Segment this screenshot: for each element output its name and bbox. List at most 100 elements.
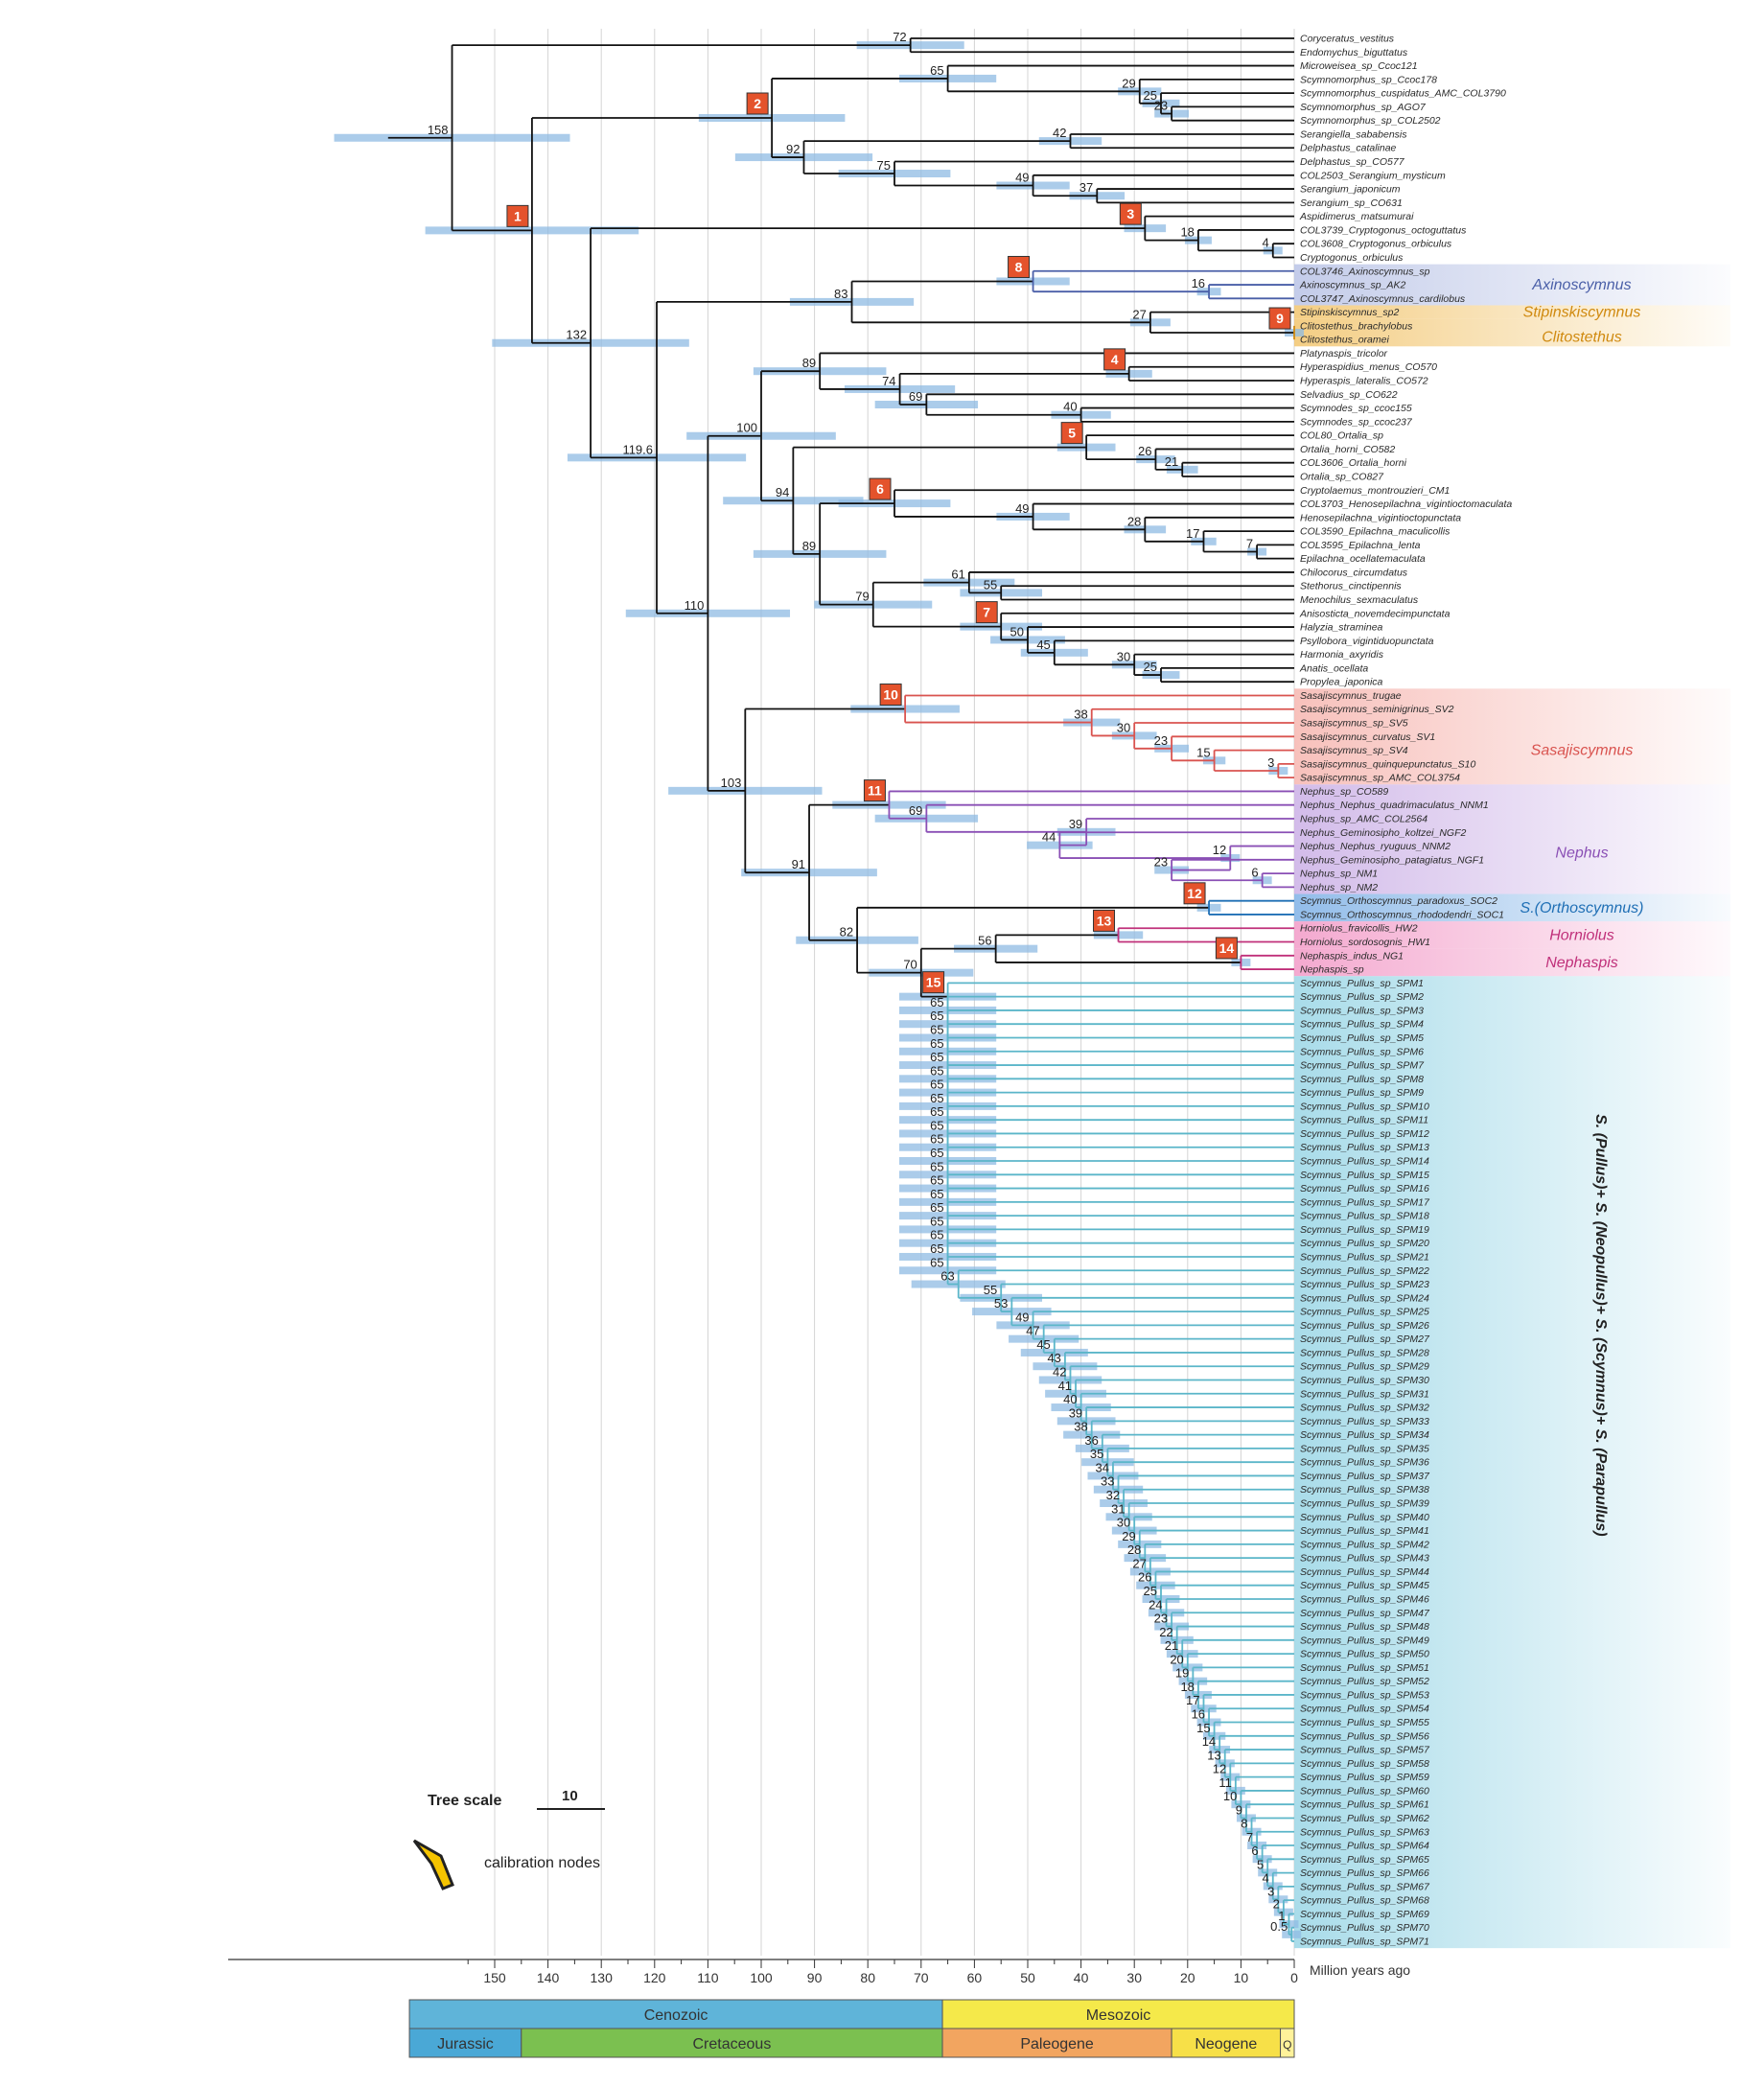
node-age-label: 61 — [951, 568, 964, 582]
tip-label: Scymnus_Pullus_sp_SPM50 — [1300, 1649, 1429, 1660]
era-label: Mesozoic — [1086, 2007, 1151, 2024]
node-age-label: 21 — [1165, 1638, 1178, 1653]
axis-tick-label: 150 — [483, 1970, 506, 1985]
node-age-label: 29 — [1122, 1529, 1135, 1543]
tip-label: Scymnus_Pullus_sp_SPM11 — [1300, 1115, 1428, 1126]
node-age-label: 8 — [1241, 1817, 1247, 1831]
node-age-label: 15 — [1196, 1721, 1210, 1735]
node-age-label: 53 — [994, 1296, 1008, 1310]
node-age-label: 158 — [428, 123, 449, 137]
node-age-label: 18 — [1180, 225, 1194, 240]
node-age-label: 16 — [1192, 1707, 1205, 1722]
tip-label: Delphastus_catalinae — [1300, 143, 1397, 154]
clade-band — [1294, 921, 1730, 949]
tip-label: Scymnus_Pullus_sp_SPM2 — [1300, 991, 1424, 1003]
node-age-label: 11 — [1219, 1775, 1232, 1790]
tip-label: Scymnus_Pullus_sp_SPM3 — [1300, 1005, 1424, 1016]
clade-label: Horniolus — [1549, 927, 1614, 943]
node-age-label: 12 — [1213, 1762, 1226, 1776]
tip-label: Axinoscymnus_sp_AK2 — [1299, 280, 1405, 291]
tip-label: Nephaspis_indus_NG1 — [1300, 950, 1404, 962]
tip-label: Epilachna_ocellatemaculata — [1300, 553, 1426, 565]
calibration-badge-number: 10 — [883, 687, 898, 703]
tip-label: Ortalia_horni_CO582 — [1300, 444, 1395, 455]
node-age-label: 7 — [1246, 537, 1253, 551]
tip-label: Scymnus_Pullus_sp_SPM58 — [1300, 1758, 1429, 1770]
axis-tick-label: 40 — [1074, 1970, 1089, 1985]
tip-label: Cryptogonus_orbiculus — [1300, 252, 1404, 264]
node-age-label: 7 — [1246, 1830, 1253, 1844]
axis-tick-label: 30 — [1126, 1970, 1142, 1985]
tip-label: Microweisea_sp_Ccoc121 — [1300, 60, 1418, 72]
axis-label: Million years ago — [1310, 1962, 1410, 1978]
tip-label: COL3746_Axinoscymnus_sp — [1300, 266, 1430, 277]
tip-label: Nephaspis_sp — [1300, 964, 1364, 976]
node-age-label: 20 — [1170, 1652, 1183, 1666]
tip-label: Hyperaspidius_menus_CO570 — [1300, 361, 1437, 373]
node-age-label: 132 — [566, 328, 587, 342]
node-age-label: 110 — [685, 598, 705, 613]
axis-tick-label: 50 — [1020, 1970, 1035, 1985]
node-age-label: 17 — [1186, 526, 1199, 541]
node-age-label: 39 — [1069, 817, 1082, 831]
tip-label: Scymnodes_sp_ccoc155 — [1300, 403, 1412, 414]
node-age-label: 38 — [1074, 707, 1087, 722]
node-age-label: 65 — [930, 1078, 943, 1092]
calibration-badge: 3 — [1119, 202, 1142, 225]
node-age-label: 6 — [1251, 1844, 1258, 1858]
node-age-label: 37 — [1079, 180, 1093, 195]
node-age-label: 12 — [1213, 843, 1226, 857]
tip-label: Scymnus_Pullus_sp_SPM41 — [1300, 1525, 1429, 1537]
calibration-badge-number: 6 — [876, 481, 884, 497]
calibration-badge: 6 — [869, 477, 892, 500]
node-age-label: 65 — [930, 1104, 943, 1119]
tip-label: Scymnus_Pullus_sp_SPM38 — [1300, 1484, 1429, 1496]
clade-bands — [1294, 264, 1730, 1949]
node-age-label: 34 — [1095, 1460, 1108, 1474]
tip-label: Scymnus_Pullus_sp_SPM69 — [1300, 1909, 1429, 1920]
tip-label: Anatis_ocellata — [1299, 662, 1368, 674]
tip-label: COL3747_Axinoscymnus_cardilobus — [1300, 293, 1466, 305]
node-age-label: 74 — [882, 374, 895, 388]
node-age-label: 21 — [1165, 454, 1178, 469]
node-age-label: 38 — [1074, 1420, 1087, 1434]
axis-tick-label: 140 — [537, 1970, 560, 1985]
node-age-label: 41 — [1058, 1379, 1072, 1393]
calibration-badge-number: 11 — [868, 783, 882, 799]
tip-label: Chilocorus_circumdatus — [1300, 567, 1408, 578]
tip-label: Scymnus_Pullus_sp_SPM59 — [1300, 1772, 1429, 1783]
tip-label: Scymnus_Pullus_sp_SPM5 — [1300, 1032, 1424, 1044]
calibration-badge: 11 — [863, 779, 886, 802]
node-age-label: 1 — [1278, 1909, 1285, 1923]
calibration-badge-box — [922, 971, 945, 994]
tip-label: Scymnus_Pullus_sp_SPM18 — [1300, 1211, 1429, 1222]
node-age-label: 65 — [930, 1063, 943, 1078]
tip-label: Cryptolaemus_montrouzieri_CM1 — [1300, 485, 1450, 497]
node-age-label: 89 — [802, 356, 816, 370]
tip-label: Serangium_sp_CO631 — [1300, 197, 1403, 209]
node-age-label: 65 — [930, 1173, 943, 1188]
tip-label: Stipinskiscymnus_sp2 — [1300, 307, 1399, 318]
node-age-label: 65 — [930, 1214, 943, 1228]
period-label: Paleogene — [1020, 2036, 1094, 2052]
tip-label: Scymnus_Pullus_sp_SPM9 — [1300, 1087, 1424, 1099]
node-age-label: 24 — [1149, 1597, 1162, 1612]
calibration-badge-number: 3 — [1126, 206, 1134, 221]
tip-label: Selvadius_sp_CO622 — [1300, 389, 1398, 401]
tip-label: Menochilus_sexmaculatus — [1300, 594, 1419, 606]
tip-label: Scymnus_Pullus_sp_SPM52 — [1300, 1676, 1429, 1687]
axis-tick-label: 100 — [750, 1970, 773, 1985]
tip-label: Stethorus_cinctipennis — [1300, 581, 1402, 592]
tip-label: Endomychus_biguttatus — [1300, 47, 1408, 58]
hpd-bars — [334, 41, 1304, 1938]
calibration-badge-box — [975, 601, 998, 624]
calibration-badge-number: 14 — [1219, 940, 1235, 956]
node-age-label: 65 — [930, 1146, 943, 1160]
calibration-badge-box — [1093, 909, 1116, 932]
tip-label: Nephus_Nephus_quadrimaculatus_NNM1 — [1300, 800, 1489, 811]
node-age-label: 36 — [1084, 1433, 1098, 1448]
tip-label: COL80_Ortalia_sp — [1300, 430, 1383, 442]
period-label: Neogene — [1195, 2036, 1257, 2052]
calibration-badge: 12 — [1183, 882, 1206, 905]
